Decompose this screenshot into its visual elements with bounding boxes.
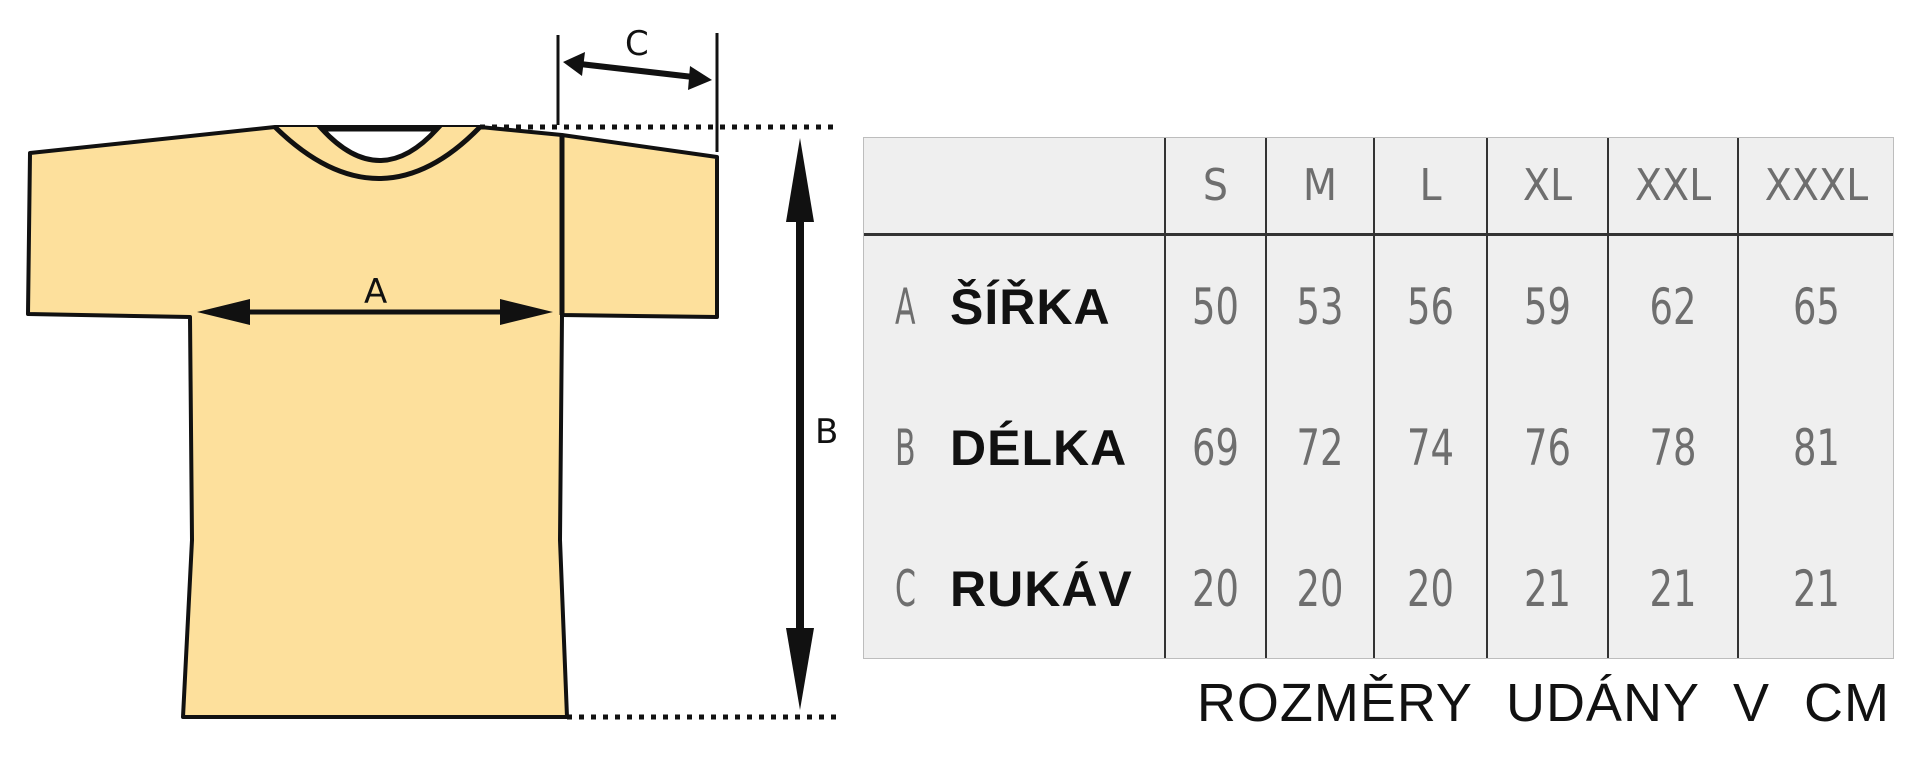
row-letter: B	[895, 418, 916, 477]
table-row: B DÉLKA 69 72 74 76 78 81	[863, 377, 1894, 518]
table-cell: 20	[1274, 518, 1365, 659]
collar-inner	[316, 126, 443, 163]
row-label-sleeve: C RUKÁV	[863, 518, 1165, 659]
size-header-xxl: XXL	[1607, 137, 1738, 236]
row-label-width: A ŠÍŘKA	[863, 235, 1165, 378]
table-cell: 21	[1618, 518, 1727, 659]
table-cell: 20	[1173, 518, 1257, 659]
table-cell: 56	[1383, 234, 1477, 377]
dimension-a-label: A	[364, 272, 387, 312]
table-cell: 59	[1497, 234, 1598, 377]
table-cell: 62	[1618, 234, 1727, 377]
size-header-xl: XL	[1486, 137, 1608, 236]
row-name: RUKÁV	[950, 560, 1133, 617]
dimension-b-label: B	[815, 412, 838, 452]
table-cell: 69	[1173, 377, 1257, 518]
table-cell: 65	[1751, 234, 1880, 377]
table-cell: 50	[1173, 234, 1257, 377]
header-empty-cell	[863, 137, 1165, 236]
table-cell: 21	[1751, 518, 1880, 659]
dimension-c-label: C	[625, 24, 649, 64]
table-cell: 81	[1751, 377, 1880, 518]
table-cell: 76	[1497, 377, 1598, 518]
dimension-a-arrowhead-left	[197, 299, 250, 325]
table-cell: 53	[1274, 234, 1365, 377]
size-header-l: L	[1373, 137, 1487, 236]
table-row: C RUKÁV 20 20 20 21 21 21	[863, 518, 1894, 659]
row-letter: A	[895, 277, 916, 336]
dimension-c-arrowhead-left	[563, 52, 585, 76]
row-label-length: B DÉLKA	[863, 377, 1165, 518]
table-cell: 21	[1497, 518, 1598, 659]
tshirt-sleeve	[560, 133, 719, 319]
size-chart-table: S M L XL XXL XXXL A ŠÍŘKA 50 53 56 59 62…	[863, 137, 1894, 659]
table-cell: 20	[1383, 518, 1477, 659]
dimension-b-arrowhead-bottom	[786, 628, 814, 710]
row-name: ŠÍŘKA	[950, 278, 1111, 335]
size-header-xxxl: XXXL	[1737, 137, 1894, 236]
row-name: DÉLKA	[950, 419, 1128, 476]
tshirt-shape	[26, 125, 569, 719]
dimension-b-arrowhead-top	[786, 138, 814, 222]
row-letter: C	[895, 559, 916, 618]
size-header-s: S	[1164, 137, 1266, 236]
table-row: A ŠÍŘKA 50 53 56 59 62 65	[863, 234, 1894, 378]
size-header-m: M	[1265, 137, 1374, 236]
dimension-c-arrowhead-right	[688, 66, 712, 90]
table-cell: 74	[1383, 377, 1477, 518]
units-footnote: ROZMĚRY UDÁNY V CM	[1196, 673, 1890, 733]
table-cell: 78	[1618, 377, 1727, 518]
dimension-a-arrowhead-right	[500, 299, 553, 325]
table-cell: 72	[1274, 377, 1365, 518]
dimension-c-arrow	[579, 61, 694, 80]
size-header-row: S M L XL XXL XXXL	[863, 137, 1894, 236]
